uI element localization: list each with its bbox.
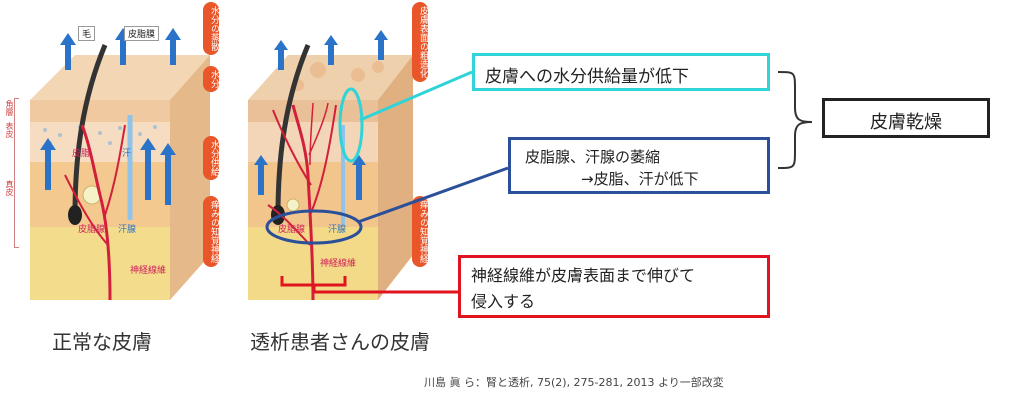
layer-stratum-corneum: 角層 <box>5 100 14 116</box>
label-hair: 毛 <box>78 26 96 41</box>
cyan-highlight-ellipse <box>338 87 364 163</box>
callout-dry-skin: 皮膚乾燥 <box>822 98 990 138</box>
callout-gland-atrophy-line2: →皮脂、汗が低下 <box>581 170 699 188</box>
label-sweat: 汗 <box>122 149 132 159</box>
callout-water-supply: 皮膚への水分供給量が低下 <box>472 53 770 91</box>
navy-highlight-ellipse <box>265 209 363 245</box>
label-sebum: 皮脂 <box>72 149 91 159</box>
red-bracket <box>280 276 347 287</box>
callout-gland-atrophy: 皮脂腺、汗腺の萎縮 →皮脂、汗が低下 <box>508 137 770 194</box>
layer-dermis: 真皮 <box>5 180 14 196</box>
label-nerve-right: 神経線維 <box>320 259 357 269</box>
callout-nerve-line2: 侵入する <box>471 292 536 311</box>
tag-itch-nerve-right: 痒みの知覚神経 <box>412 196 428 267</box>
label-sebaceous-gland: 皮脂腺 <box>78 225 106 235</box>
callout-gland-atrophy-line1: 皮脂腺、汗腺の萎縮 <box>525 148 661 166</box>
normal-skin-illustration <box>20 15 210 301</box>
label-sebaceous-gland-right: 皮脂腺 <box>278 225 306 235</box>
tag-rough-surface: 皮膚表面の粗造化 <box>412 2 428 82</box>
navy-connector-line <box>357 166 509 224</box>
cyan-connector-line <box>359 70 473 122</box>
label-sweat-gland: 汗腺 <box>118 225 137 235</box>
tag-itch-nerve: 痒みの知覚神経 <box>203 196 219 267</box>
normal-skin-cross-section <box>30 28 210 301</box>
label-sweat-gland-right: 汗腺 <box>328 225 347 235</box>
caption-normal-skin: 正常な皮膚 <box>52 330 152 354</box>
layer-epidermis: 表皮 <box>5 122 14 138</box>
callout-nerve-line1: 神経線維が皮膚表面まで伸びて <box>471 266 696 285</box>
tag-water-supply: 水分供給 <box>203 136 219 180</box>
label-sebaceous-gland-top: 皮脂膜 <box>124 26 160 41</box>
callout-water-supply-text: 皮膚への水分供給量が低下 <box>485 67 689 87</box>
dialysis-skin-cross-section <box>248 30 413 301</box>
label-nerve: 神経線維 <box>130 266 167 276</box>
layer-bracket <box>14 98 19 248</box>
caption-dialysis-skin: 透析患者さんの皮膚 <box>250 330 430 354</box>
tag-water-evaporation: 水分の蒸散 <box>203 2 219 55</box>
tag-water: 水分 <box>203 66 219 92</box>
callout-dry-skin-text: 皮膚乾燥 <box>870 112 942 133</box>
dialysis-skin-illustration <box>238 15 418 301</box>
callout-nerve-invasion: 神経線維が皮膚表面まで伸びて 侵入する <box>458 255 770 318</box>
citation: 川島 眞 ら：腎と透析, 75(2), 275-281, 2013 より一部改変 <box>424 376 724 389</box>
curly-brace <box>777 71 813 169</box>
